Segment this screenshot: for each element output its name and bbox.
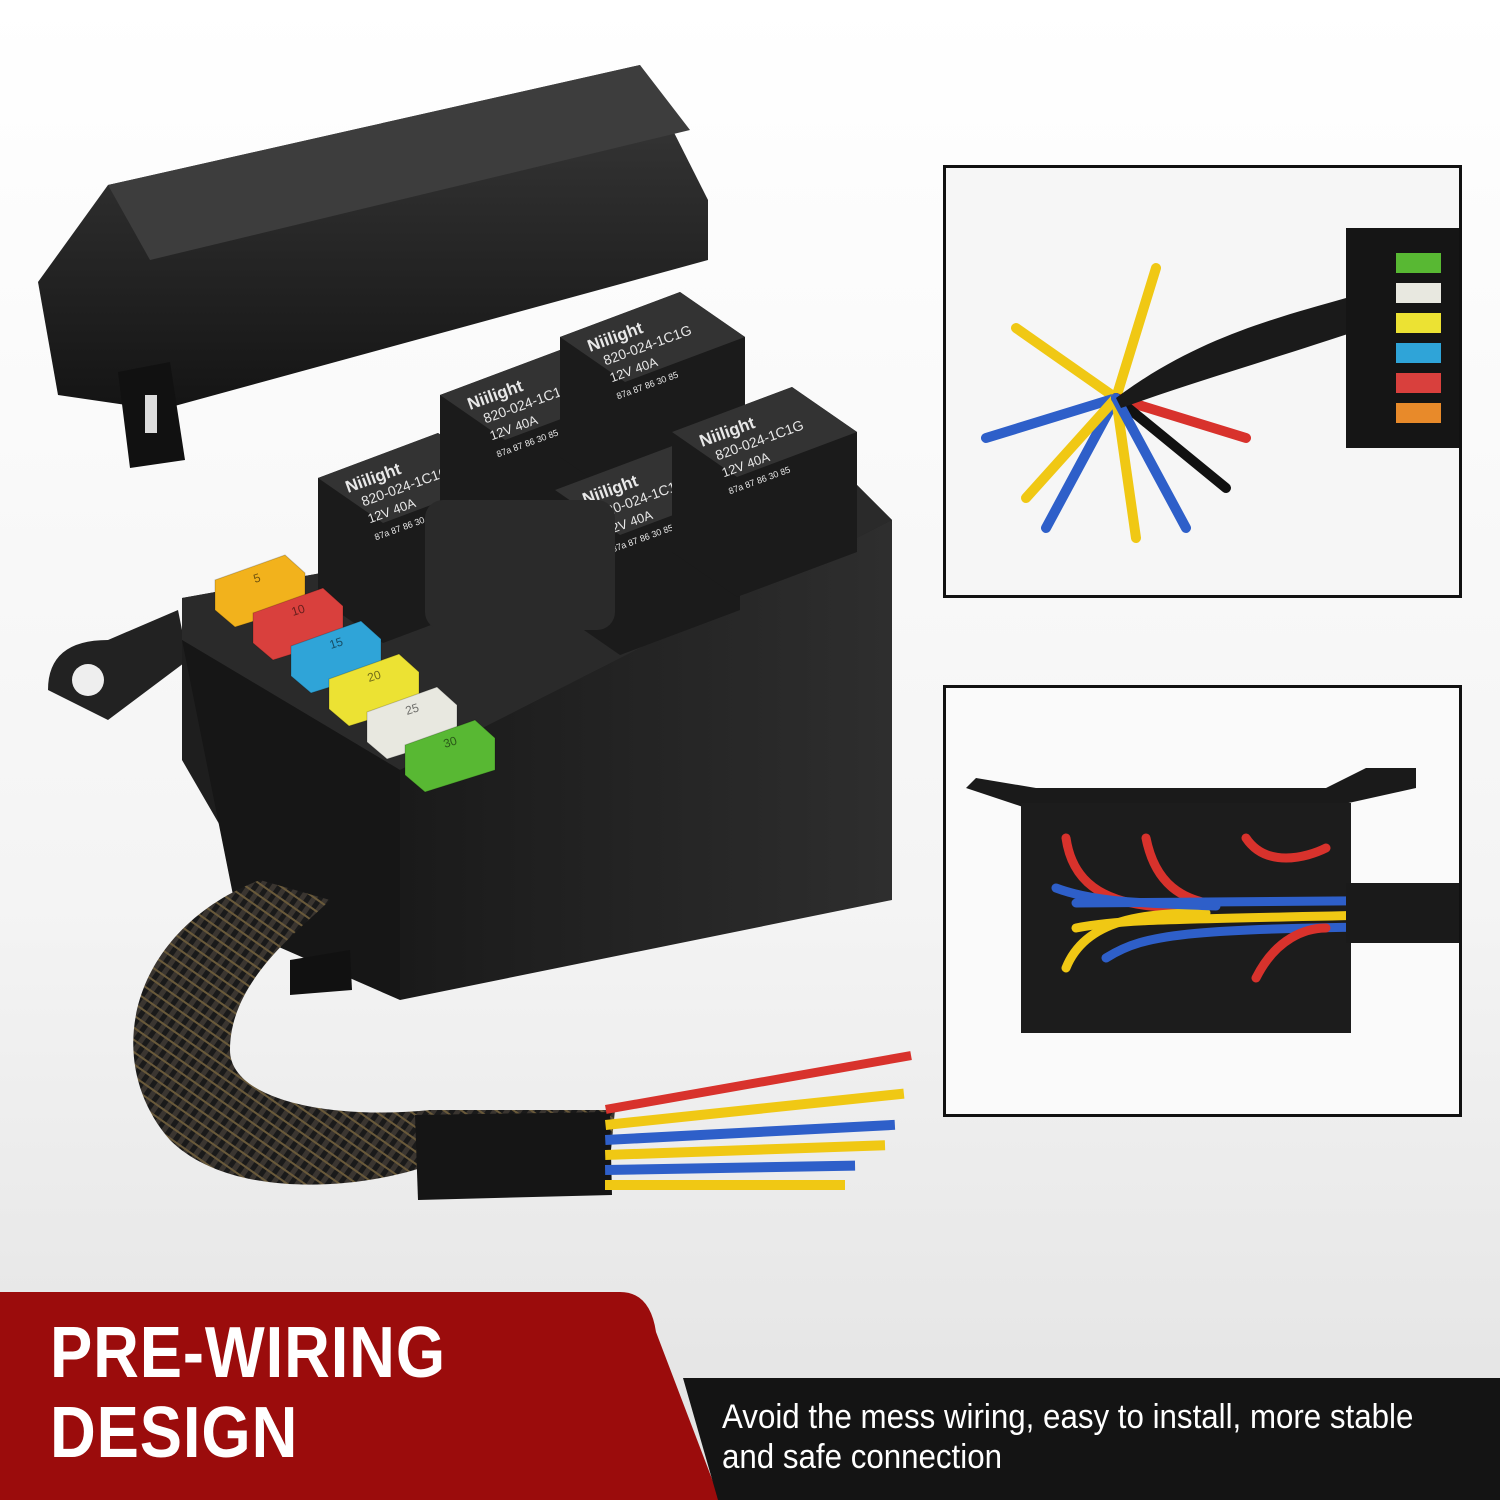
wire-harness: [133, 880, 912, 1200]
banner-dark-band: [683, 1378, 1500, 1500]
mini-relay: [425, 500, 615, 630]
underside-wiring-photo: [946, 688, 1459, 1114]
wire-bundle-photo: [946, 168, 1459, 595]
fuse-rating: 25: [404, 700, 421, 718]
headline-line-1: PRE-WIRING: [50, 1313, 446, 1393]
detail-image-wire-ends: [943, 165, 1462, 598]
fuse-rating: 20: [366, 667, 383, 685]
fuse-rating: 15: [328, 634, 345, 652]
headline-line-2: DESIGN: [50, 1393, 299, 1473]
banner-red-panel: [0, 1292, 720, 1500]
fuse-rating: 5: [252, 570, 263, 585]
detail-image-underside-wiring: [943, 685, 1462, 1117]
lid-latch-slot: [145, 395, 157, 433]
subtitle-line-1: Avoid the mess wiring, easy to install, …: [722, 1398, 1414, 1436]
lid: [38, 65, 708, 468]
fuse-rating: 30: [442, 733, 459, 751]
mounting-ear: [48, 610, 188, 720]
fuse-rating: 10: [290, 601, 307, 619]
blade-fuse: 30: [404, 719, 496, 793]
wire-ends: [604, 1051, 912, 1190]
subtitle-line-2: and safe connection: [722, 1438, 1002, 1476]
